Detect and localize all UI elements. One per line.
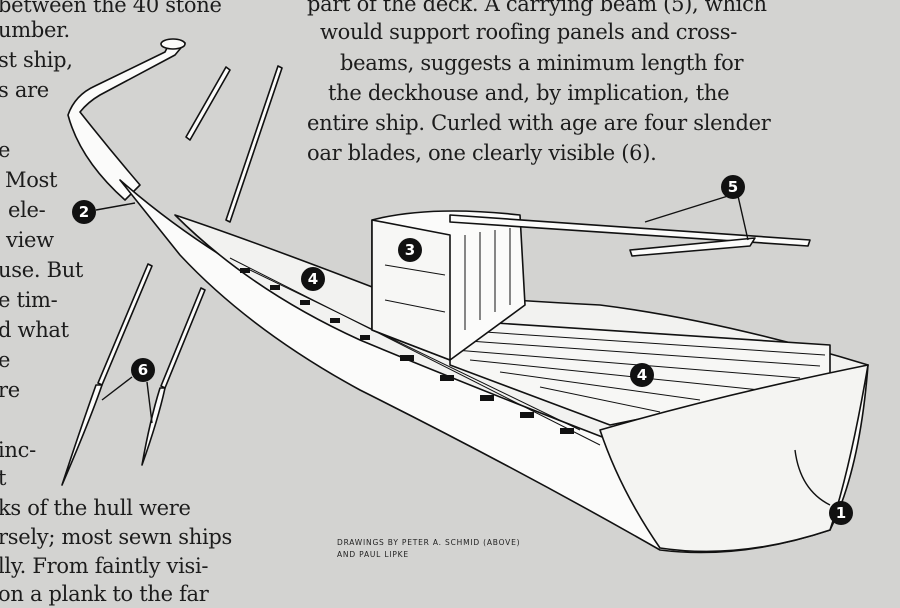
marker-3: 3 <box>398 238 422 262</box>
marker-4a: 4 <box>301 267 325 291</box>
text-line: rsely; most sewn ships <box>0 525 233 549</box>
credit-line: DRAWINGS BY PETER A. SCHMID (ABOVE) <box>337 538 521 547</box>
text-line: umber. <box>0 18 70 42</box>
text-line: use. But <box>0 258 84 282</box>
marker-5: 5 <box>721 175 745 199</box>
text-line: ks of the hull were <box>0 496 191 520</box>
text-line: st ship, <box>0 48 73 72</box>
credit-line: AND PAUL LIPKE <box>337 550 409 559</box>
marker-6: 6 <box>131 358 155 382</box>
illustration-credit: DRAWINGS BY PETER A. SCHMID (ABOVE) AND … <box>337 537 520 561</box>
text-line: s are <box>0 78 49 102</box>
marker-4b: 4 <box>630 363 654 387</box>
text-line: ele- <box>8 198 46 222</box>
marker-2: 2 <box>72 200 96 224</box>
text-line: part of the deck. A carrying beam (5), w… <box>307 0 767 16</box>
text-line: lly. From faintly visi- <box>0 554 209 578</box>
marker-1: 1 <box>829 501 853 525</box>
text-line: e tim- <box>0 288 58 312</box>
text-line: e <box>0 138 11 162</box>
text-line: on a plank to the far <box>0 582 209 606</box>
text-line: inc- <box>0 438 36 462</box>
text-line: entire ship. Curled with age are four sl… <box>307 111 771 135</box>
text-line: view <box>6 228 54 252</box>
text-line: oar blades, one clearly visible (6). <box>307 141 657 165</box>
text-line: Most <box>5 168 58 192</box>
text-line: between the 40 stone <box>0 0 222 17</box>
text-line: re <box>0 378 20 402</box>
text-line: the deckhouse and, by implication, the <box>328 81 730 105</box>
text-line: would support roofing panels and cross- <box>320 20 738 44</box>
text-line: d what <box>0 318 69 342</box>
text-line: t <box>0 466 7 490</box>
text-line: beams, suggests a minimum length for <box>340 51 744 75</box>
text-line: e <box>0 348 11 372</box>
